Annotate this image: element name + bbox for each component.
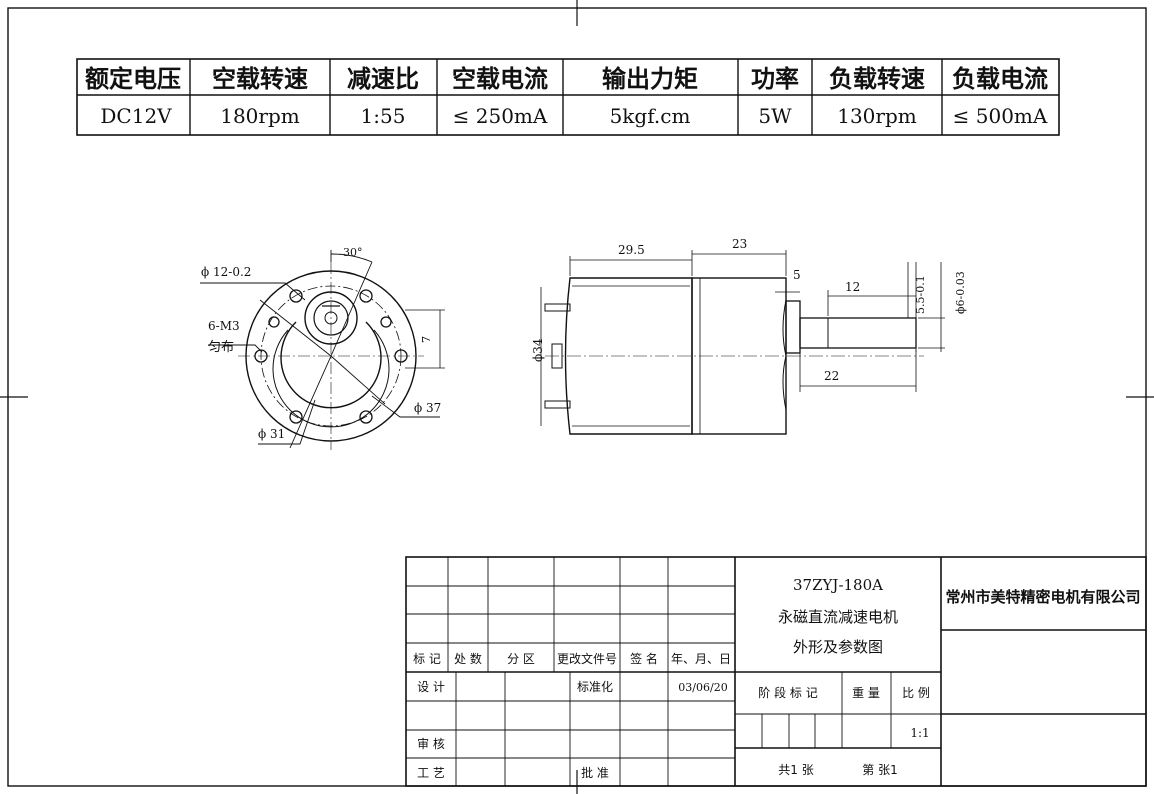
process-label: 工 艺 xyxy=(417,766,445,780)
dim-shaft-length: 22 xyxy=(824,369,839,383)
motor-body xyxy=(564,277,693,435)
front-view xyxy=(200,250,445,450)
spec-header-no-load-current: 空载电流 xyxy=(452,65,548,93)
dim-body-dia: ϕ34 xyxy=(531,338,545,362)
spec-header-power: 功率 xyxy=(751,65,799,93)
spec-value-rated-voltage: DC12V xyxy=(100,104,172,128)
rev-header-count: 处 数 xyxy=(454,651,482,666)
holes-label: 6-M3 xyxy=(208,319,240,333)
output-boss xyxy=(785,300,801,354)
model-number: 37ZYJ-180A xyxy=(793,576,883,594)
dim-flat-depth: 5.5-0.1 xyxy=(914,275,927,314)
sheet-number: 第 张1 xyxy=(862,763,897,777)
spec-value-load-current: ≤ 500mA xyxy=(953,104,1048,128)
output-shaft xyxy=(799,317,917,349)
dim-motor-length: 29.5 xyxy=(618,243,645,257)
side-view xyxy=(540,250,945,435)
dim-shaft-dia: ϕ6-0.03 xyxy=(954,271,967,314)
title-block xyxy=(405,556,1147,787)
approve-label: 批 准 xyxy=(581,765,609,780)
holes-distribution-label: 匀布 xyxy=(208,340,234,355)
dim-boss: 5 xyxy=(793,268,801,282)
review-label: 审 核 xyxy=(417,736,445,751)
design-label: 设 计 xyxy=(417,680,445,694)
spec-table: 额定电压 空载转速 减速比 空载电流 输出力矩 功率 负载转速 负载电流 DC1… xyxy=(76,58,1060,136)
bore-label: ϕ 12-0.2 xyxy=(201,265,251,279)
scale-label: 比 例 xyxy=(902,686,930,700)
spec-header-output-torque: 输出力矩 xyxy=(602,65,698,93)
spec-header-rated-voltage: 额定电压 xyxy=(85,65,181,93)
spec-header-load-current: 负载电流 xyxy=(952,65,1048,93)
rev-header-zone: 分 区 xyxy=(507,652,535,666)
spec-value-reduction-ratio: 1:55 xyxy=(361,104,406,128)
spec-header-no-load-speed: 空载转速 xyxy=(212,65,308,93)
sheets-total: 共1 张 xyxy=(778,763,813,777)
rev-header-mark: 标 记 xyxy=(413,652,441,666)
spec-value-no-load-speed: 180rpm xyxy=(220,104,300,128)
scale-value: 1:1 xyxy=(910,726,929,740)
rev-header-date: 年、月、日 xyxy=(671,652,731,666)
standard-label: 标准化 xyxy=(577,680,613,694)
product-name: 永磁直流减速电机 xyxy=(778,608,898,626)
outer-dia-label: ϕ 37 xyxy=(414,401,441,415)
spec-value-power: 5W xyxy=(758,104,792,128)
weight-label: 重 量 xyxy=(852,686,880,700)
angle-label: 30° xyxy=(343,246,363,259)
spec-header-reduction-ratio: 减速比 xyxy=(347,65,419,93)
design-date: 03/06/20 xyxy=(678,681,727,694)
dim-gearbox-length: 23 xyxy=(732,237,747,251)
drawing-name: 外形及参数图 xyxy=(793,638,883,656)
rev-header-signature: 签 名 xyxy=(630,651,658,666)
pcd-label: ϕ 31 xyxy=(258,427,285,441)
spec-header-load-speed: 负载转速 xyxy=(829,65,925,93)
dim-shaft-flat: 12 xyxy=(845,280,860,294)
company-name: 常州市美特精密电机有限公司 xyxy=(945,588,1140,606)
spec-value-load-speed: 130rpm xyxy=(837,104,917,128)
flat-label: 7 xyxy=(420,336,433,343)
rev-header-doc-no: 更改文件号 xyxy=(557,651,617,666)
spec-value-no-load-current: ≤ 250mA xyxy=(453,104,548,128)
stage-label: 阶 段 标 记 xyxy=(758,685,817,700)
spec-value-output-torque: 5kgf.cm xyxy=(610,104,691,128)
